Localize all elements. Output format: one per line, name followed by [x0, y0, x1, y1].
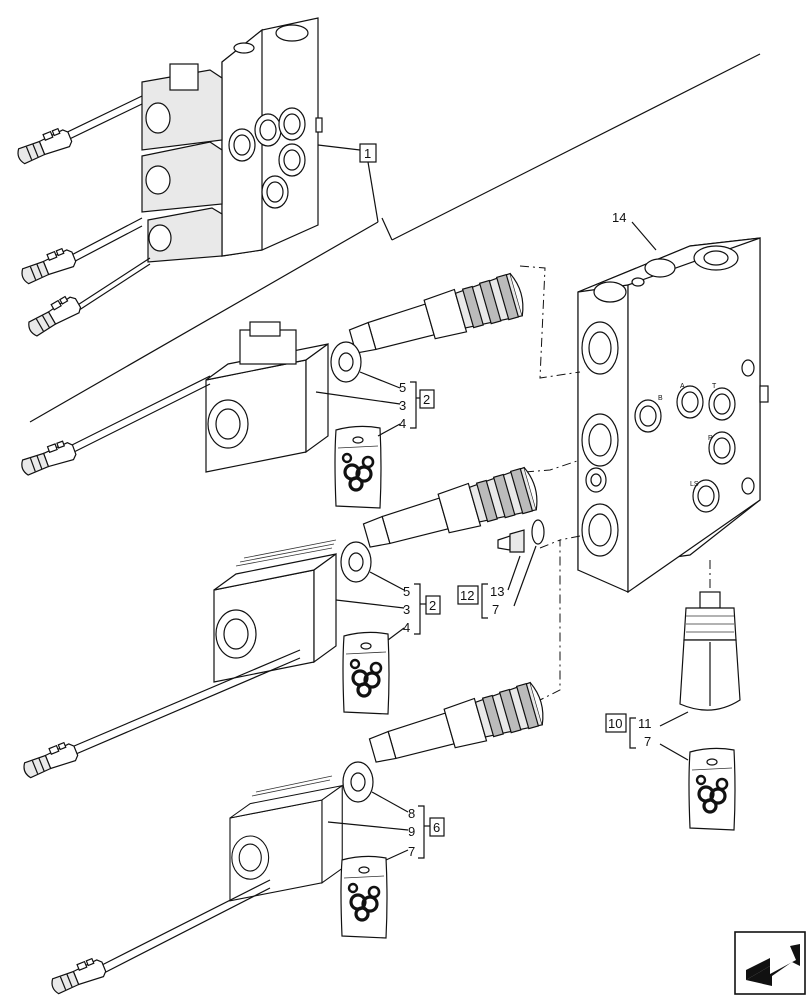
port-label-b: B: [658, 395, 663, 402]
valve-assembly-overview: [13, 17, 323, 339]
port-label-t: T: [712, 383, 717, 390]
callout-7-sensor: 7: [644, 734, 651, 749]
port-label-p: P: [708, 435, 713, 442]
divider-line: [391, 53, 761, 241]
callout-box-2-upper: [419, 389, 435, 409]
solenoid-valve-group-1: [17, 271, 528, 510]
callout-box-2-middle: [425, 595, 441, 615]
port-label-a: A: [680, 383, 685, 390]
callout-2-upper: 2: [423, 392, 430, 407]
callout-3-upper: 3: [399, 398, 406, 413]
callout-8: 8: [408, 806, 415, 821]
assembly-axis: [539, 539, 561, 701]
callout-11: 11: [638, 716, 652, 731]
valve-block: B A T P LS: [577, 237, 769, 594]
callout-1: 1: [364, 146, 371, 161]
callout-12: 12: [460, 588, 474, 603]
assembly-axis: [524, 459, 581, 473]
callout-box-6: [429, 817, 445, 837]
callout-14: 14: [612, 210, 626, 225]
callout-box-10: [605, 713, 627, 733]
divider-line: [381, 217, 393, 241]
assembly-axis: [519, 265, 581, 379]
callout-6: 6: [433, 820, 440, 835]
pressure-sensor-group: [629, 591, 741, 832]
callout-9: 9: [408, 824, 415, 839]
divider-line: [29, 221, 379, 423]
callout-2-middle: 2: [429, 598, 436, 613]
port-label-ls: LS: [690, 481, 699, 488]
callout-13: 13: [490, 584, 504, 599]
callout-box-12: [457, 585, 479, 605]
callout-5-upper: 5: [399, 380, 406, 395]
solenoid-valve-group-3: [47, 680, 548, 997]
callout-10: 10: [608, 716, 622, 731]
callout-box-1: [359, 143, 377, 163]
callout-4-upper: 4: [399, 416, 406, 431]
callout-4-middle: 4: [403, 620, 410, 635]
callout-3-middle: 3: [403, 602, 410, 617]
assembly-axis: [559, 535, 581, 541]
next-page-arrow-icon[interactable]: [734, 931, 806, 995]
solenoid-valve-group-2: [19, 465, 542, 781]
callout-7-fitting: 7: [492, 602, 499, 617]
fitting-group: [481, 519, 545, 619]
callout-5-middle: 5: [403, 584, 410, 599]
callout-7-lower: 7: [408, 844, 415, 859]
